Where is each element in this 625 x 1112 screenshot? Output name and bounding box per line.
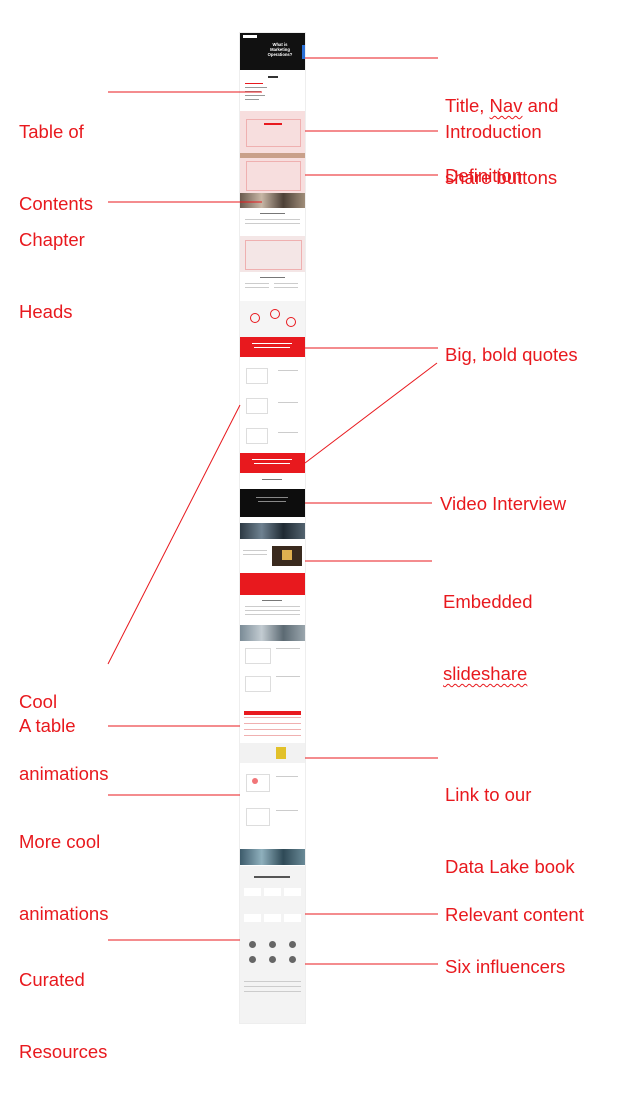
thumb-text-2	[240, 273, 305, 301]
label-curated-resources: Curated Resources	[19, 920, 107, 1112]
label-title-post: and	[522, 95, 559, 116]
label-definition: Definition	[445, 165, 523, 186]
thumb-pink-box	[240, 236, 305, 272]
thumb-hero-title-1: What is	[272, 42, 288, 47]
thumb-toc	[240, 73, 305, 108]
label-more-line2: animations	[19, 903, 109, 924]
thumb-text-3	[240, 474, 305, 488]
label-more-cool-animations: More cool animations	[19, 782, 108, 974]
thumb-video	[240, 489, 305, 517]
thumb-animation-3	[240, 642, 305, 707]
label-a-table: A table	[19, 715, 76, 736]
label-relevant-content: Relevant content	[445, 904, 584, 925]
line-cool-animations	[107, 404, 241, 665]
thumb-resources	[240, 866, 305, 1023]
label-more-line1: More cool	[19, 831, 101, 852]
label-cool-animations: Cool animations	[19, 642, 108, 834]
label-big-bold-quotes: Big, bold quotes	[445, 344, 578, 365]
label-datalake-line1: Link to our	[445, 784, 532, 805]
thumb-chapter-photo-3	[240, 625, 305, 641]
thumb-data-lake	[240, 743, 305, 763]
thumb-chapter-photo-4	[240, 849, 305, 865]
label-title-nav-share: Title, Nav and share buttons	[445, 46, 558, 238]
thumb-hero-title-2: Marketing	[270, 47, 290, 52]
page-thumbnail: What is Marketing Operations?	[240, 33, 305, 1023]
label-toc-line1: Table of	[19, 121, 84, 142]
label-curated-line1: Curated	[19, 969, 85, 990]
line-quotes-2	[304, 362, 438, 464]
thumb-definition	[240, 153, 305, 193]
thumb-introduction	[240, 111, 305, 153]
label-data-lake-link: Link to our Data Lake book	[445, 735, 575, 927]
label-introduction: Introduction	[445, 121, 542, 142]
label-chapter-line1: Chapter	[19, 229, 85, 250]
thumb-text-4	[240, 596, 305, 624]
label-toc-line2: Contents	[19, 193, 94, 214]
thumb-chapter-photo-1	[240, 193, 305, 208]
thumb-slideshare	[240, 540, 305, 570]
thumb-quote-3	[240, 573, 305, 595]
thumb-chapter-photo-2	[240, 523, 305, 539]
label-video-interview: Video Interview	[440, 493, 567, 514]
thumb-animation-1	[240, 301, 305, 337]
label-curated-line2: Resources	[19, 1041, 108, 1062]
annotated-page-diagram: What is Marketing Operations?	[19, 33, 584, 1062]
label-slideshare-line2: slideshare	[443, 663, 528, 684]
label-six-influencers: Six influencers	[445, 956, 566, 977]
label-datalake-line2: Data Lake book	[445, 856, 575, 877]
thumb-text-1	[240, 209, 305, 235]
connector-lines	[107, 57, 438, 965]
label-title-pre: Title,	[445, 95, 490, 116]
label-title-line2: share buttons	[445, 167, 558, 188]
label-title-nav: Nav	[489, 95, 523, 116]
thumb-table	[240, 707, 305, 741]
thumb-quote-1	[240, 337, 305, 357]
thumb-animation-2	[240, 358, 305, 453]
label-cool-line1: Cool	[19, 691, 58, 712]
label-slideshare-line1: Embedded	[443, 591, 533, 612]
label-chapter-line2: Heads	[19, 301, 73, 322]
label-chapter-heads: Chapter Heads	[19, 180, 85, 372]
thumb-hero: What is Marketing Operations?	[240, 33, 305, 70]
thumb-animation-4	[240, 764, 305, 849]
label-embedded-slideshare: Embedded slideshare	[443, 542, 532, 734]
thumb-quote-2	[240, 453, 305, 473]
label-cool-line2: animations	[19, 763, 109, 784]
label-table-of-contents: Table of Contents	[19, 72, 93, 264]
thumb-hero-title-3: Operations?	[267, 52, 293, 57]
